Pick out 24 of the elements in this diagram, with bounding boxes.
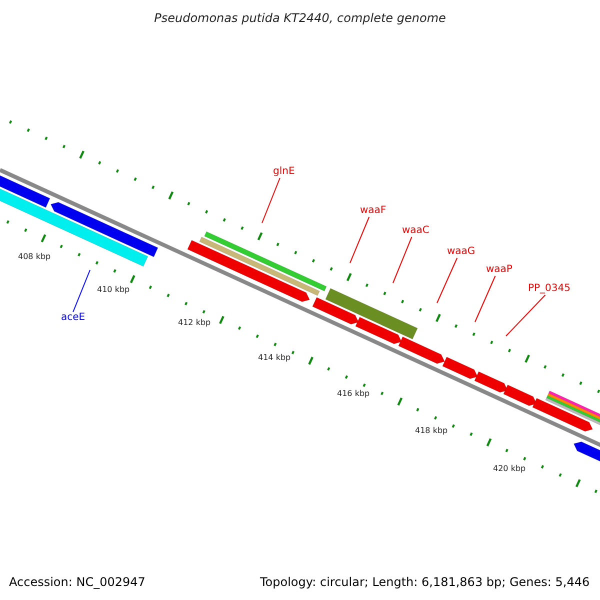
scale-label: 418 kbp xyxy=(415,427,448,435)
scale-label: 416 kbp xyxy=(337,390,370,398)
gene-label: waaC xyxy=(402,226,430,236)
leader-line xyxy=(72,270,90,312)
leader-line xyxy=(436,258,458,304)
leader-line xyxy=(350,216,370,264)
genome-info-text: Topology: circular; Length: 6,181,863 bp; Genes: 5,446 xyxy=(260,576,590,588)
leader-line xyxy=(392,236,412,284)
leader-line xyxy=(474,276,496,322)
gene-label: waaP xyxy=(486,265,512,275)
scale-label: 414 kbp xyxy=(258,354,291,362)
gene-label: glnE xyxy=(273,167,295,177)
scale-label: 420 kbp xyxy=(493,465,526,473)
gene-label: aceE xyxy=(61,313,86,323)
scale-label: 410 kbp xyxy=(97,286,130,294)
scale-label: 408 kbp xyxy=(18,253,51,261)
gene-label: PP_0345 xyxy=(528,284,571,294)
gene-label: waaF xyxy=(360,206,386,216)
accession-text: Accession: NC_002947 xyxy=(9,576,146,588)
gene-label: waaG xyxy=(447,247,476,257)
scale-label: 412 kbp xyxy=(178,319,211,327)
leader-line xyxy=(506,294,546,336)
leader-line xyxy=(262,178,280,224)
diagram-title: Pseudomonas putida KT2440, complete genome xyxy=(153,12,447,24)
